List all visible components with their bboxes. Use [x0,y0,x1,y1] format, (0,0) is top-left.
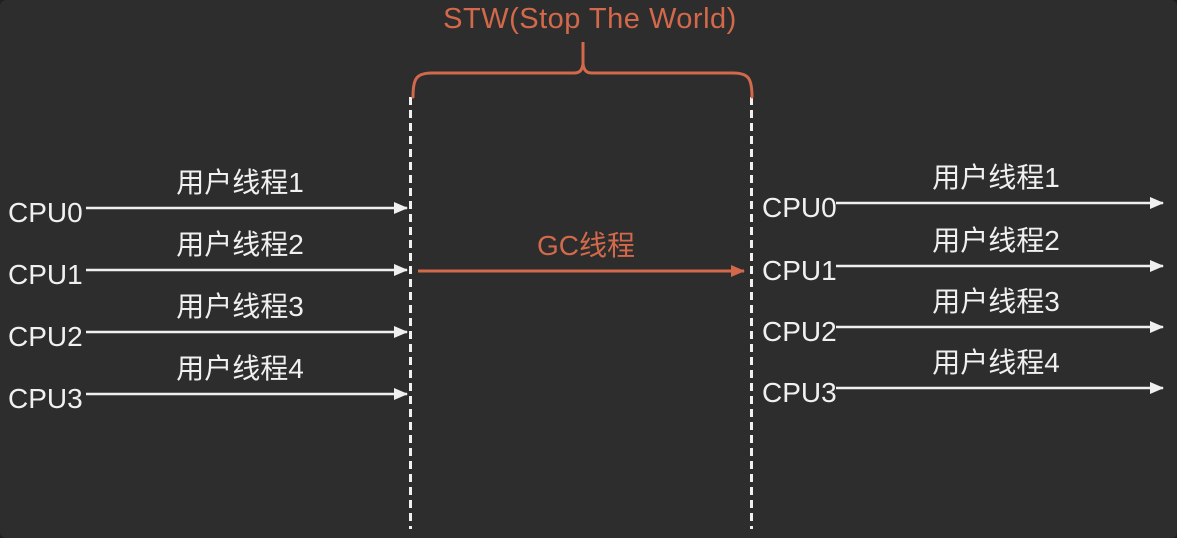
stw-brace-icon [411,63,754,99]
cpu2-label-right: CPU2 [762,316,837,347]
user-thread-2-label-left: 用户线程2 [176,229,304,260]
user-thread-1-label-left: 用户线程1 [176,167,304,198]
user-thread-1-label-right: 用户线程1 [932,162,1060,193]
cpu1-label-left: CPU1 [8,259,83,290]
user-thread-3-label-left: 用户线程3 [176,291,304,322]
cpu0-label-right: CPU0 [762,192,837,223]
cpu3-label-left: CPU3 [8,383,83,414]
cpu0-label-left: CPU0 [8,197,83,228]
user-thread-2-label-right: 用户线程2 [932,225,1060,256]
user-thread-4-label-left: 用户线程4 [176,353,304,384]
cpu1-label-right: CPU1 [762,255,837,286]
stw-title: STW(Stop The World) [443,3,737,35]
cpu2-label-left: CPU2 [8,321,83,352]
user-thread-3-label-right: 用户线程3 [932,286,1060,317]
cpu3-label-right: CPU3 [762,377,837,408]
gc-thread-label: GC线程 [536,230,635,261]
user-thread-4-label-right: 用户线程4 [932,347,1060,378]
